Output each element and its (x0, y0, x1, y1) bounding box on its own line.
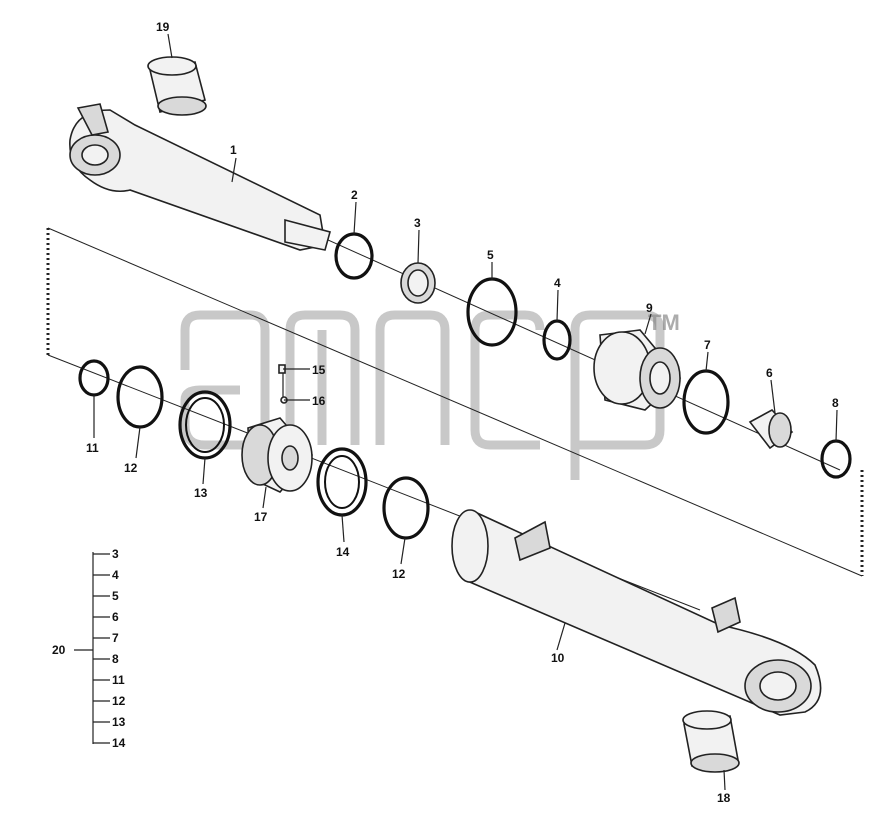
ring-8 (820, 439, 852, 479)
ring-4 (542, 319, 572, 361)
callout-19: 19 (156, 20, 170, 34)
callout-4: 4 (554, 276, 561, 290)
kit-item: 5 (112, 589, 119, 603)
callout-8: 8 (832, 396, 839, 410)
callout-3: 3 (414, 216, 421, 230)
o-ring-2 (334, 232, 374, 280)
leader-lines (74, 33, 838, 791)
cylinder-tube-10 (451, 509, 822, 716)
kit-item-list: 3 4 5 6 7 8 11 12 13 14 (112, 547, 126, 750)
callout-16: 16 (312, 394, 326, 408)
piston-17 (241, 417, 314, 493)
kit-item: 13 (112, 715, 126, 729)
ring-11 (78, 359, 110, 397)
o-ring-12-right (382, 476, 430, 540)
callout-14: 14 (336, 545, 350, 559)
bushing-6 (748, 408, 794, 450)
gland-9 (593, 329, 682, 411)
kit-item: 12 (112, 694, 126, 708)
kit-item: 11 (112, 673, 125, 687)
callout-12-left: 12 (124, 461, 138, 475)
watermark-logo: TM (180, 310, 680, 480)
seal-3 (400, 262, 436, 304)
callout-7: 7 (704, 338, 711, 352)
callout-11: 11 (86, 441, 99, 455)
diagonal-axis-line (47, 227, 863, 577)
bushing-19 (147, 56, 207, 116)
callout-5: 5 (487, 248, 494, 262)
callout-labels: 19 1 2 3 5 4 9 7 6 8 15 16 11 12 13 17 1… (52, 20, 839, 805)
callout-1: 1 (230, 143, 237, 157)
callout-12-right: 12 (392, 567, 406, 581)
o-ring-7 (682, 369, 730, 435)
callout-6: 6 (766, 366, 773, 380)
kit-item: 7 (112, 631, 119, 645)
callout-13: 13 (194, 486, 208, 500)
callout-15: 15 (312, 363, 326, 377)
callout-20: 20 (52, 643, 66, 657)
callout-17: 17 (254, 510, 268, 524)
bushing-18 (682, 710, 740, 773)
seal-14 (316, 447, 368, 517)
callout-18: 18 (717, 791, 731, 805)
kit-item: 6 (112, 610, 119, 624)
watermark-trademark: TM (648, 310, 680, 335)
kit-item: 3 (112, 547, 119, 561)
piston-rod-1 (69, 103, 331, 251)
kit-item: 8 (112, 652, 119, 666)
callout-10: 10 (551, 651, 565, 665)
callout-9: 9 (646, 301, 653, 315)
kit-item: 4 (112, 568, 119, 582)
callout-2: 2 (351, 188, 358, 202)
kit-item: 14 (112, 736, 126, 750)
